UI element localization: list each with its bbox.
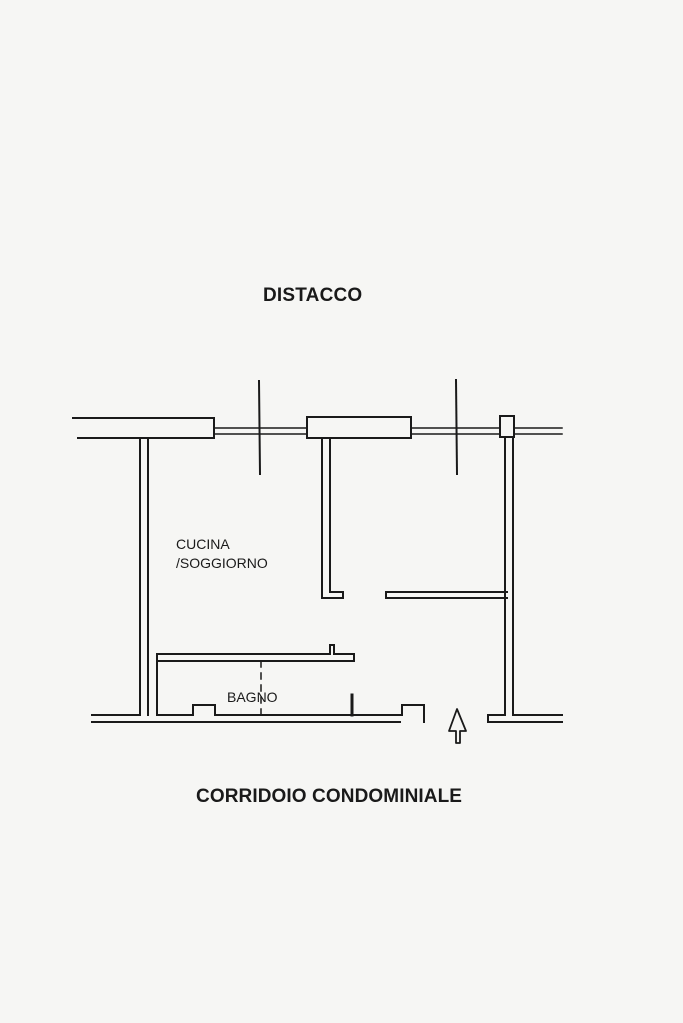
right-wall: [487, 436, 563, 723]
left-wall: [91, 437, 401, 723]
room-label-cucina-soggiorno: CUCINA /SOGGIORNO: [176, 535, 268, 573]
corridoio-label: CORRIDOIO CONDOMINIALE: [196, 786, 463, 807]
middle-partition: [321, 437, 344, 599]
entrance-arrow-icon: [448, 708, 467, 744]
top-wall: [72, 415, 563, 439]
distacco-label: DISTACCO: [263, 285, 363, 306]
right-partition: [385, 591, 508, 599]
room-label-line: CUCINA: [176, 536, 230, 552]
room-label-bagno: BAGNO: [227, 688, 278, 707]
room-label-line: BAGNO: [227, 689, 278, 705]
section-lines: [257, 378, 459, 476]
room-label-line: /SOGGIORNO: [176, 555, 268, 571]
bathroom-walls: [156, 644, 425, 723]
